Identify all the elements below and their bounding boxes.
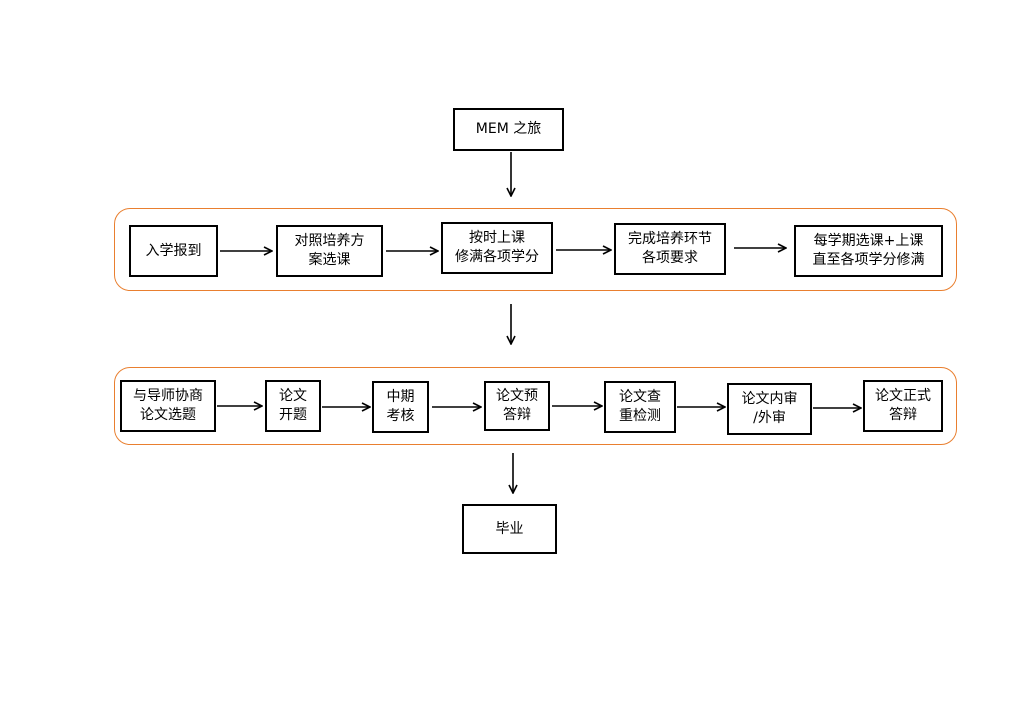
node-midterm: 中期 考核 bbox=[372, 381, 429, 433]
node-enrollment: 入学报到 bbox=[129, 225, 218, 277]
end-node: 毕业 bbox=[462, 504, 557, 554]
node-course-selection: 对照培养方 案选课 bbox=[276, 225, 383, 277]
node-complete-credits: 每学期选课+上课 直至各项学分修满 bbox=[794, 225, 943, 277]
stage2-group bbox=[114, 367, 957, 445]
stage1-group bbox=[114, 208, 957, 291]
node-proposal: 论文 开题 bbox=[265, 380, 321, 432]
node-final-defense: 论文正式 答辩 bbox=[863, 380, 943, 432]
node-review: 论文内审 /外审 bbox=[727, 383, 812, 435]
node-thesis-topic: 与导师协商 论文选题 bbox=[120, 380, 216, 432]
start-node: MEM 之旅 bbox=[453, 108, 564, 151]
node-training-requirements: 完成培养环节 各项要求 bbox=[614, 223, 726, 275]
node-plagiarism-check: 论文查 重检测 bbox=[604, 381, 676, 433]
node-pre-defense: 论文预 答辩 bbox=[484, 381, 550, 431]
node-attend-classes: 按时上课 修满各项学分 bbox=[441, 222, 553, 274]
